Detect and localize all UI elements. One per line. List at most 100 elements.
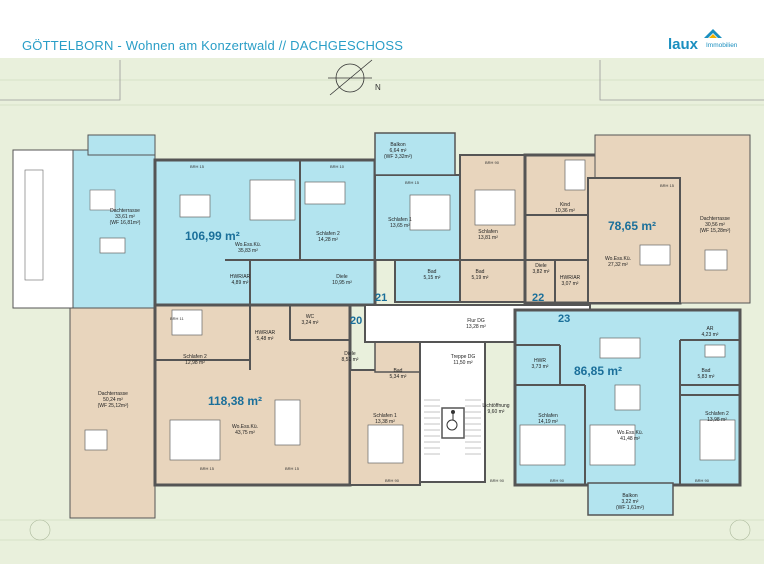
unit-22-bad: [459, 259, 526, 303]
room-dachterrasse-ne-area: 30,56 m²: [705, 222, 725, 228]
room-diele-21-area: 10,95 m²: [332, 280, 352, 286]
brh-label-5: BRH 15: [660, 183, 675, 188]
elevator: [441, 407, 465, 439]
room-schlafen2-23-area: 13,98 m²: [707, 417, 727, 423]
header: GÖTTELBORN - Wohnen am Konzertwald // DA…: [0, 0, 764, 58]
north-n: N: [375, 83, 381, 92]
unit-20-number: 20: [350, 315, 362, 327]
room-treppe-area: 11,50 m²: [453, 360, 473, 366]
room-dachterrasse-sw: Dachterrasse: [98, 391, 128, 397]
unit-21-balkon: [374, 132, 456, 176]
room-flur-area: 13,28 m²: [466, 324, 486, 330]
room-kind-22-area: 10,36 m²: [555, 208, 575, 214]
brh-label-2: BRH 10: [330, 164, 345, 169]
brh-label-6: BRH 11: [170, 316, 184, 321]
room-bad-21: Bad: [428, 269, 437, 275]
room-wc-20: WC: [306, 314, 315, 320]
brh-label-3: BRH 15: [405, 180, 420, 185]
room-hwr-21: HWR/AR: [230, 274, 251, 280]
brh-label-12: BRH 90: [695, 478, 710, 483]
logo-sub: Immobilien: [706, 42, 738, 49]
room-diele-20-area: 8,51 m²: [342, 357, 359, 363]
room-bad-20-area: 5,34 m²: [390, 374, 407, 380]
room-balkon-n-note: (WF 3,32m²): [384, 154, 412, 160]
room-labels: Dachterrasse 33,61 m² (WF 16,81m²) Wo.Es…: [98, 142, 731, 511]
terrace-sw: [69, 307, 156, 519]
room-diele-21: Diele: [336, 274, 348, 280]
room-treppe: Treppe DG: [451, 354, 476, 360]
room-kind-22: Kind: [560, 202, 570, 208]
room-schlafen2-20: Schlafen 2: [183, 354, 207, 360]
furniture: [84, 159, 736, 466]
room-bad-20: Bad: [394, 368, 403, 374]
room-ar-23-area: 4,23 m²: [702, 332, 719, 338]
unit-number-labels: 21 22 20 23: [350, 292, 570, 327]
unit-23-number: 23: [558, 313, 570, 325]
stair-treads: [424, 399, 481, 455]
unit-21-bad: [394, 259, 461, 303]
parcel-boundary-east: [599, 60, 764, 101]
room-bad-21-area: 5,15 m²: [424, 275, 441, 281]
room-wo-20: Wo.Ess.Kü.: [232, 424, 258, 430]
room-bad-23-area: 5,83 m²: [698, 374, 715, 380]
room-hwr-22: HWR/AR: [560, 275, 581, 281]
room-dachterrasse-sw-area: 50,24 m²: [103, 397, 123, 403]
room-wo-23: Wo.Ess.Kü.: [617, 430, 643, 436]
brand-logo: laux Immobilien: [668, 28, 758, 54]
room-schlafen-23-area: 14,19 m²: [538, 419, 558, 425]
room-wc-ess-ku-21-area: 35,83 m²: [238, 248, 258, 254]
room-schlafen2-21-area: 14,28 m²: [318, 237, 338, 243]
room-hwr-23-area: 3,73 m²: [532, 364, 549, 370]
room-balkon-s: Balkon: [622, 493, 638, 499]
room-lichtschacht-area: 9,60 m²: [488, 409, 505, 415]
room-wc-ess-ku-21: Wo.Ess.Kü.: [235, 242, 261, 248]
unit-area-labels: 106,99 m² 78,65 m² 118,38 m² 86,85 m²: [185, 219, 656, 408]
room-schlafen-23: Schlafen: [538, 413, 558, 419]
room-lichtschacht: Lichtöffnung: [482, 403, 509, 409]
floor-plan: N: [0, 58, 764, 564]
terrace-nw-top: [87, 134, 156, 156]
room-wo-23-area: 41,48 m²: [620, 436, 640, 442]
page-title: GÖTTELBORN - Wohnen am Konzertwald // DA…: [22, 38, 404, 53]
room-bad-23: Bad: [702, 368, 711, 374]
room-diele-22: Diele: [535, 263, 547, 269]
room-dachterrasse-nw: Dachterrasse: [110, 208, 140, 214]
room-diele-20: Diele: [344, 351, 356, 357]
unit-23-balkon: [587, 482, 674, 516]
terrace-furniture: [24, 169, 116, 281]
room-schlafen2-20-area: 12,98 m²: [185, 360, 205, 366]
room-schlafen1-20: Schlafen 1: [373, 413, 397, 419]
room-dachterrasse-ne-note: (WF 15,28m²): [700, 228, 731, 234]
room-schlafen-22: Schlafen: [478, 229, 498, 235]
brh-label-8: BRH 15: [285, 466, 300, 471]
brh-label-7: BRH 15: [200, 466, 215, 471]
room-bad-22-area: 5,19 m²: [472, 275, 489, 281]
room-hwr-23: HWR: [534, 358, 546, 364]
room-bad-22: Bad: [476, 269, 485, 275]
logo-word: laux: [668, 36, 699, 53]
site-grid: [0, 79, 764, 541]
brh-labels: BRH 15 BRH 10 BRH 15 BRH 90 BRH 15 BRH 1…: [170, 160, 710, 483]
room-schlafen1-20-area: 13,38 m²: [375, 419, 395, 425]
room-hwr-21-area: 4,89 m²: [232, 280, 249, 286]
unit-21-area: 106,99 m²: [185, 229, 240, 243]
room-balkon-n-area: 6,64 m²: [390, 148, 407, 154]
room-balkon-n: Balkon: [390, 142, 406, 148]
brh-label-9: BRH 90: [385, 478, 400, 483]
unit-22-number: 22: [532, 292, 544, 304]
room-dachterrasse-nw-area: 33,61 m²: [115, 214, 135, 220]
room-wo-20-area: 43,75 m²: [235, 430, 255, 436]
brh-label-4: BRH 90: [485, 160, 500, 165]
brh-label-11: BRH 90: [550, 478, 565, 483]
room-ar-23: AR: [707, 326, 714, 332]
unit-20-area: 118,38 m²: [208, 394, 262, 408]
room-hwr-22-area: 3,07 m²: [562, 281, 579, 287]
roof-icon: [704, 29, 722, 38]
room-schlafen2-23: Schlafen 2: [705, 411, 729, 417]
room-dachterrasse-sw-note: (WF 25,12m²): [98, 403, 129, 409]
site-trees: [29, 519, 751, 541]
wheelchair-icon: [446, 410, 458, 431]
room-wc-20-area: 3,24 m²: [302, 320, 319, 326]
brh-label-10: BRH 90: [490, 478, 505, 483]
north-arrow-icon: [328, 59, 373, 96]
